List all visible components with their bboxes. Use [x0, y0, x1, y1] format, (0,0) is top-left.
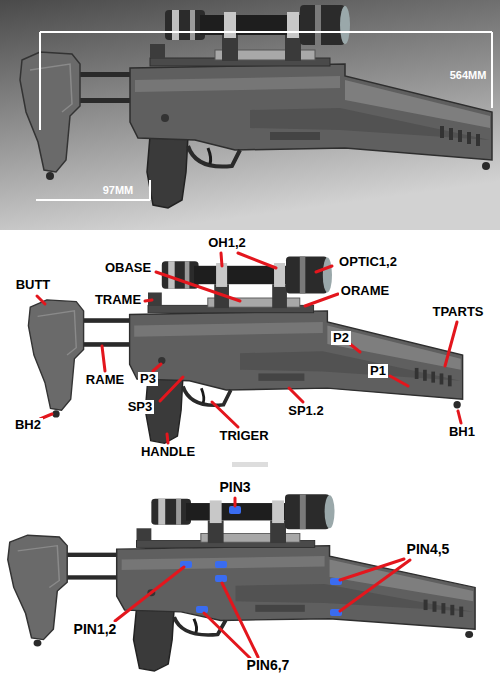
pin-label: PIN3 — [217, 480, 252, 495]
part-label: P1 — [368, 364, 388, 378]
dimension-label: 564MM — [448, 69, 489, 81]
rifle-render — [28, 257, 462, 444]
part-label: OPTIC1,2 — [337, 255, 399, 269]
part-label: OH1,2 — [206, 236, 248, 250]
leader-lines — [37, 253, 461, 658]
part-label: ORAME — [339, 284, 391, 298]
part-label: SP3 — [126, 400, 155, 414]
part-label: SP1.2 — [286, 404, 325, 418]
pin-markers — [180, 506, 342, 616]
part-label: TRIGER — [217, 429, 270, 443]
viewer-toolbar — [232, 462, 268, 467]
render-background — [0, 0, 500, 230]
pin-label: PIN1,2 — [72, 622, 119, 637]
panel-background — [0, 232, 500, 691]
pin-label: PIN4,5 — [405, 542, 452, 557]
pin-label: PIN6,7 — [245, 658, 292, 673]
rifle-render — [20, 5, 492, 208]
part-label: TRAME — [93, 293, 143, 307]
rifle-render — [8, 494, 475, 671]
dimension-lines — [36, 32, 492, 200]
part-label: TPARTS — [430, 305, 485, 319]
part-label: HANDLE — [139, 445, 197, 459]
part-label: BUTT — [14, 278, 53, 292]
dimension-label: 97MM — [101, 184, 136, 196]
part-label: RAME — [84, 373, 126, 387]
part-label: P2 — [331, 331, 351, 345]
part-label: P3 — [138, 372, 158, 386]
part-label: OBASE — [103, 261, 153, 275]
part-label: BH2 — [13, 418, 43, 432]
part-label: BH1 — [447, 425, 477, 439]
